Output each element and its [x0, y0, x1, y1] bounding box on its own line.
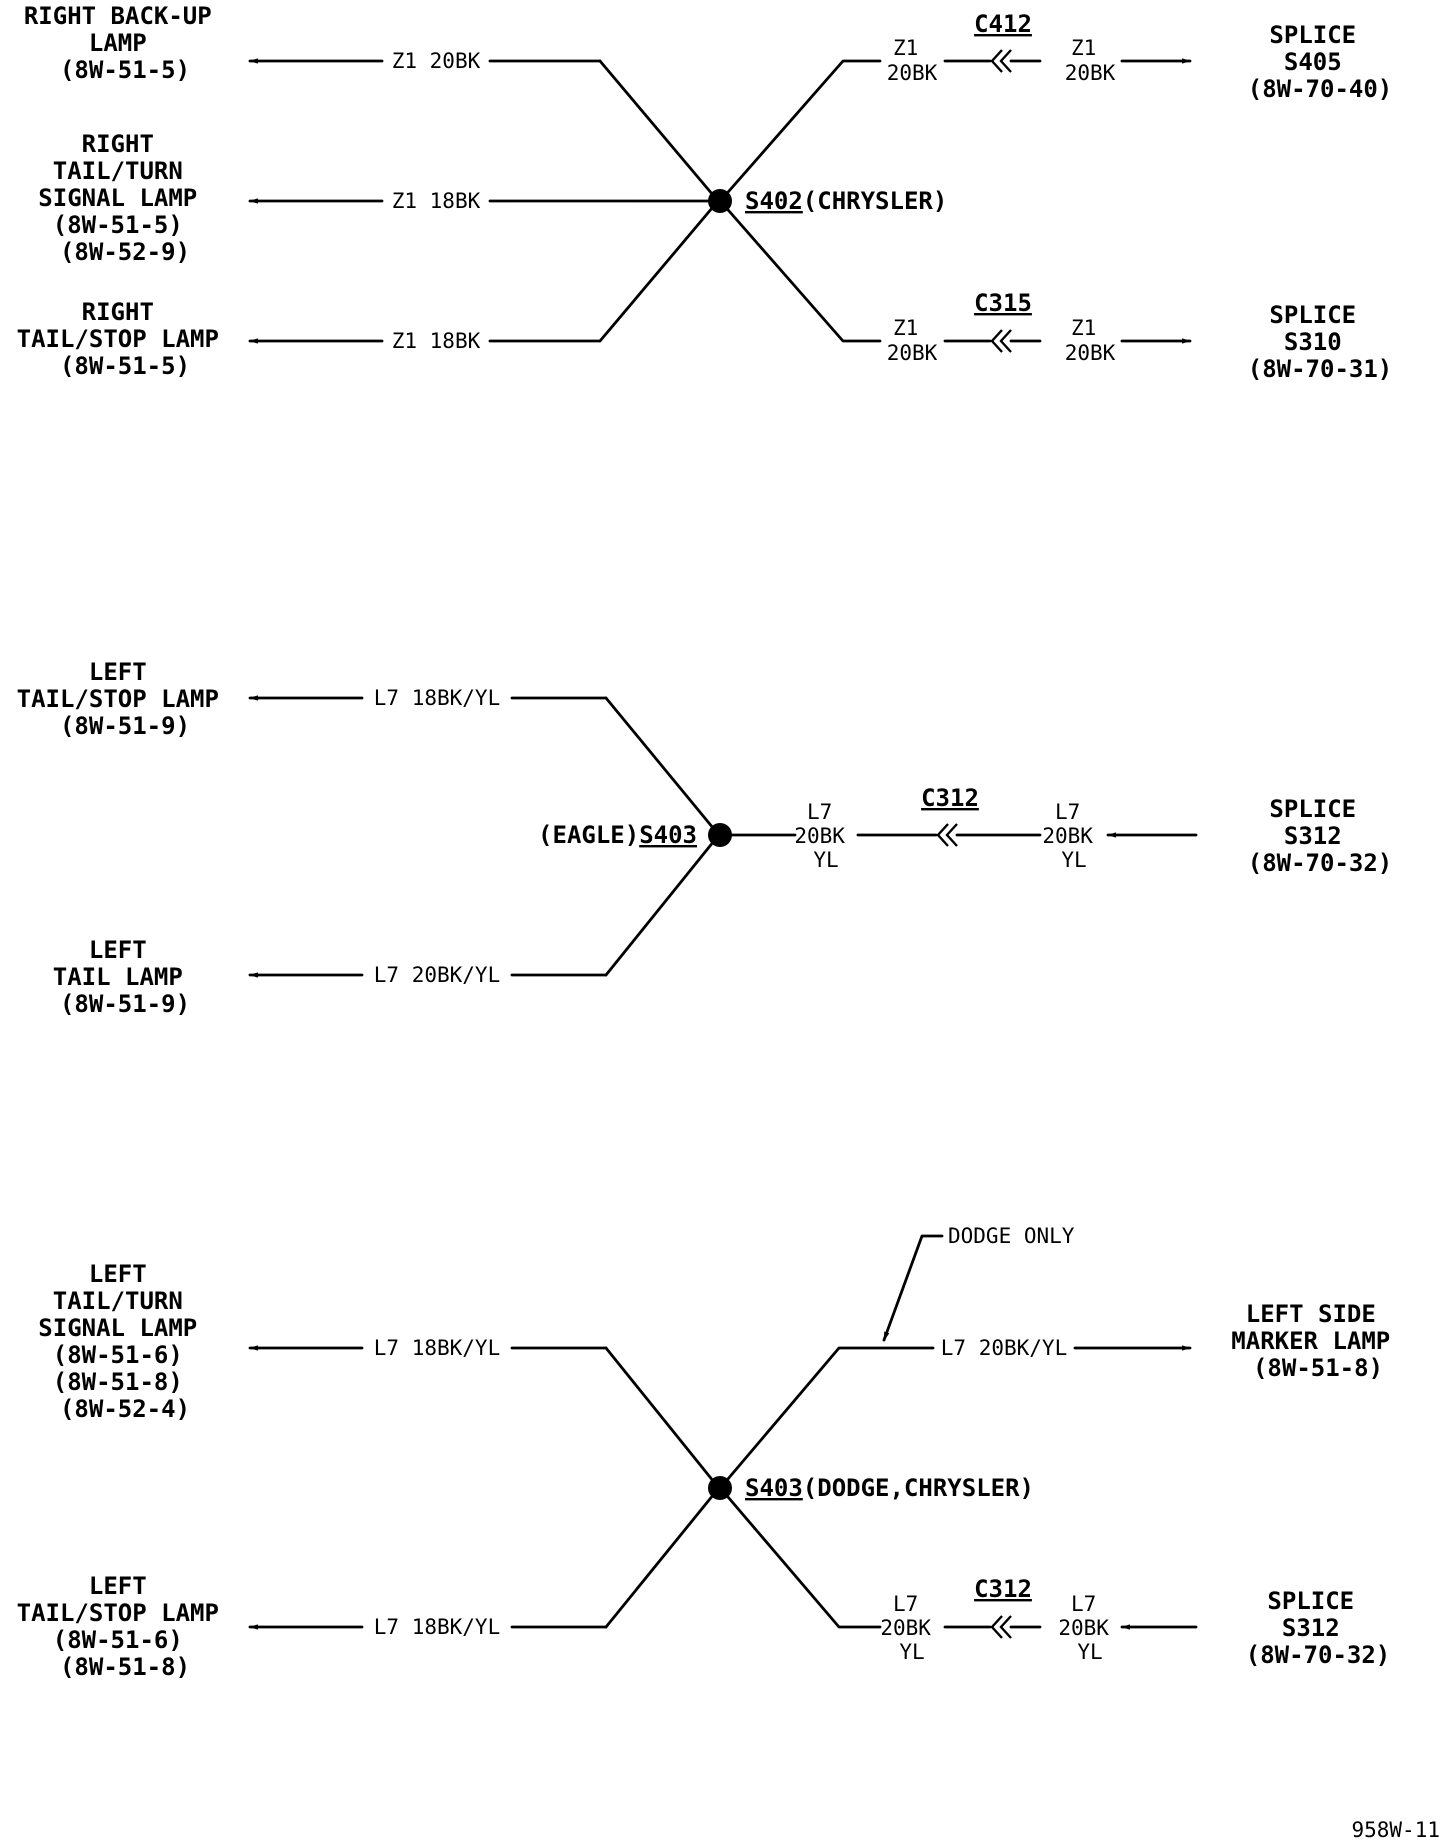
wire-b-marker-branch	[720, 1346, 935, 1488]
conn-lower-right-label: Z1 20BK	[1065, 316, 1116, 365]
conn-upper-left-label: Z1 20BK	[887, 36, 938, 85]
right-tail-stop-lamp-label: RIGHT TAIL/STOP LAMP (8W-51-5)	[17, 298, 234, 380]
left-tail-lamp-label: LEFT TAIL LAMP (8W-51-9)	[53, 936, 198, 1018]
wire-b-tail-stop-label: L7 18BK/YL	[374, 1615, 500, 1639]
connector-c315-label: C315	[974, 289, 1032, 317]
wire-tail-stop-label: Z1 18BK	[392, 329, 481, 353]
connector-c312-label: C312	[921, 784, 979, 812]
connector-c412-label: C412	[974, 10, 1032, 38]
wire-m-tail-label: L7 20BK/YL	[374, 963, 500, 987]
section-top: RIGHT BACK-UP LAMP (8W-51-5) RIGHT TAIL/…	[17, 2, 1393, 383]
splice-dot-s403-eagle	[708, 823, 732, 847]
wire-b-marker-label: L7 20BK/YL	[941, 1336, 1067, 1360]
conn-upper-right-label: Z1 20BK	[1065, 36, 1116, 85]
wire-b-lower-branch	[720, 1488, 882, 1629]
conn-m-left-label: L7 20BK YL	[794, 800, 857, 872]
conn-b-right-label: L7 20BK YL	[1058, 1592, 1121, 1664]
dest-s312-m-label: SPLICE S312 (8W-70-32)	[1248, 795, 1393, 877]
left-tail-turn-lamp-label: LEFT TAIL/TURN SIGNAL LAMP (8W-51-6) (8W…	[38, 1260, 211, 1423]
section-bottom: LEFT TAIL/TURN SIGNAL LAMP (8W-51-6) (8W…	[17, 1224, 1404, 1681]
dest-s310-label: SPLICE S310 (8W-70-31)	[1248, 301, 1393, 383]
splice-label-s402: S402(CHRYSLER)	[745, 187, 947, 215]
dest-marker-lamp-label: LEFT SIDE MARKER LAMP (8W-51-8)	[1231, 1300, 1404, 1382]
splice-label-s403-eagle: (EAGLE)S403	[538, 821, 697, 849]
wire-backup-diagonal	[598, 59, 720, 203]
connector-c315-symbol	[990, 329, 1012, 353]
wire-tail-stop-diagonal	[598, 199, 720, 343]
connector-c312-b-symbol	[990, 1615, 1012, 1639]
section-middle: LEFT TAIL/STOP LAMP (8W-51-9) LEFT TAIL …	[17, 658, 1393, 1018]
dest-s312-b-label: SPLICE S312 (8W-70-32)	[1246, 1587, 1391, 1669]
conn-lower-left-label: Z1 20BK	[887, 316, 938, 365]
dest-s405-label: SPLICE S405 (8W-70-40)	[1248, 21, 1393, 103]
right-backup-lamp-label: RIGHT BACK-UP LAMP (8W-51-5)	[24, 2, 226, 84]
conn-b-left-label: L7 20BK YL	[880, 1592, 943, 1664]
left-tail-stop-lamp-b-label: LEFT TAIL/STOP LAMP (8W-51-6) (8W-51-8)	[17, 1572, 234, 1681]
wire-b-tail-turn-diagonal	[604, 1346, 720, 1489]
conn-m-right-label: L7 20BK YL	[1042, 800, 1105, 872]
connector-c312-b-label: C312	[974, 1575, 1032, 1603]
splice-label-s403-dodge: S403(DODGE,CHRYSLER)	[745, 1474, 1034, 1502]
wire-b-tail-stop-diagonal	[604, 1487, 720, 1629]
wire-lower-branch	[720, 201, 882, 343]
wire-m-tail-diagonal	[604, 834, 720, 977]
wire-tail-turn-label: Z1 18BK	[392, 189, 481, 213]
wire-backup-label: Z1 20BK	[392, 49, 481, 73]
note-callout-leader	[882, 1234, 944, 1342]
right-tail-turn-lamp-label: RIGHT TAIL/TURN SIGNAL LAMP (8W-51-5) (8…	[38, 130, 211, 266]
wire-m-tail-stop-diagonal	[604, 696, 720, 836]
connector-c412-symbol	[990, 49, 1012, 73]
connector-c312-symbol	[936, 823, 958, 847]
wire-b-tail-turn-label: L7 18BK/YL	[374, 1336, 500, 1360]
wire-upper-branch	[720, 59, 882, 201]
figure-id: 958W-11	[1351, 1818, 1440, 1842]
left-tail-stop-lamp-label: LEFT TAIL/STOP LAMP (8W-51-9)	[17, 658, 234, 740]
wire-m-tail-stop-label: L7 18BK/YL	[374, 686, 500, 710]
note-dodge-only: DODGE ONLY	[948, 1224, 1075, 1248]
